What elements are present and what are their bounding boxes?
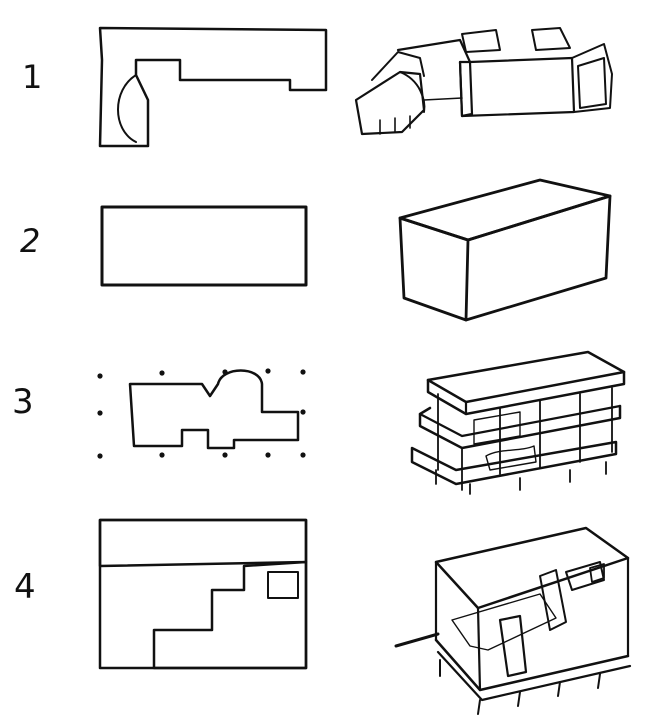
row-2-plan bbox=[100, 205, 308, 287]
row-3-plan bbox=[97, 368, 306, 459]
row-2-label: 2 bbox=[20, 222, 40, 260]
row-4-label: 4 bbox=[14, 567, 36, 607]
row-labels: 1 2 3 4 bbox=[12, 58, 42, 607]
row-4-perspective bbox=[394, 526, 632, 715]
row-1-plan bbox=[98, 26, 328, 148]
row-1-label: 1 bbox=[22, 58, 42, 96]
row-2-perspective bbox=[398, 178, 612, 322]
row-3-label: 3 bbox=[12, 382, 34, 422]
row-4-plan bbox=[98, 518, 308, 670]
row-3-perspective bbox=[410, 350, 626, 495]
column-grid-dots bbox=[97, 368, 306, 459]
row-1-perspective bbox=[354, 27, 613, 136]
